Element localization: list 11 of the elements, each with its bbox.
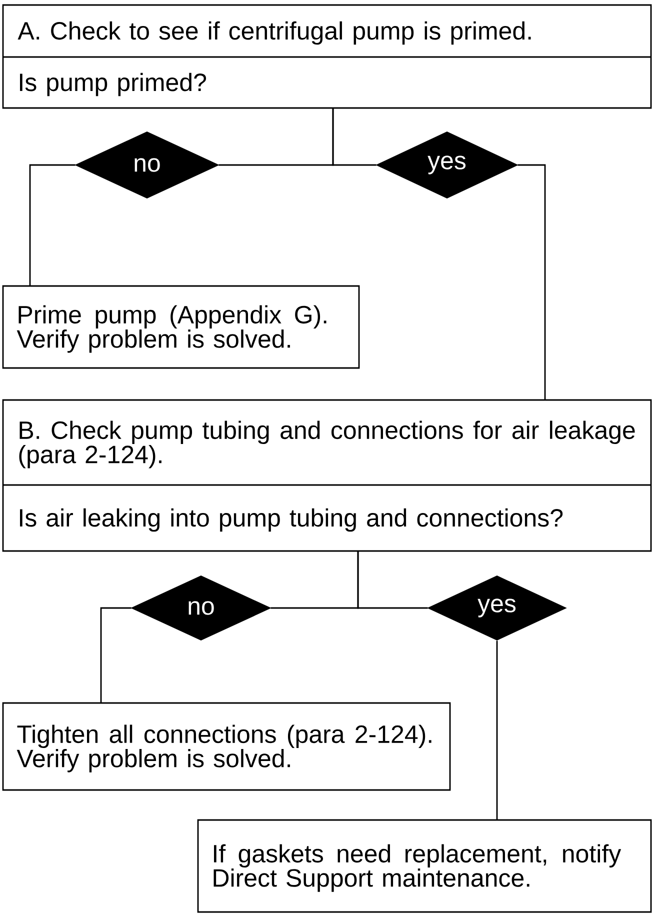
process-box: Tighten all connections (para 2-124). Verify problem is solved. (2, 702, 451, 791)
process-box: A. Check to see if centrifugal pump is primed. Is pump primed? (2, 4, 652, 109)
connector-line (100, 607, 132, 703)
connector-line (496, 640, 498, 820)
connector-line (29, 164, 76, 286)
process-box: Prime pump (Appendix G). Verify problem is solved. (2, 285, 360, 369)
process-box: If gaskets need replacement, notify Direct Support maintenance. (197, 819, 652, 913)
connector-line (357, 551, 428, 609)
connector-line (518, 164, 546, 400)
connector-line (332, 108, 376, 166)
process-box: B. Check pump tubing and connections for air leakage (para 2-124). Is air leaking into pump tubing and connections? (2, 399, 652, 552)
